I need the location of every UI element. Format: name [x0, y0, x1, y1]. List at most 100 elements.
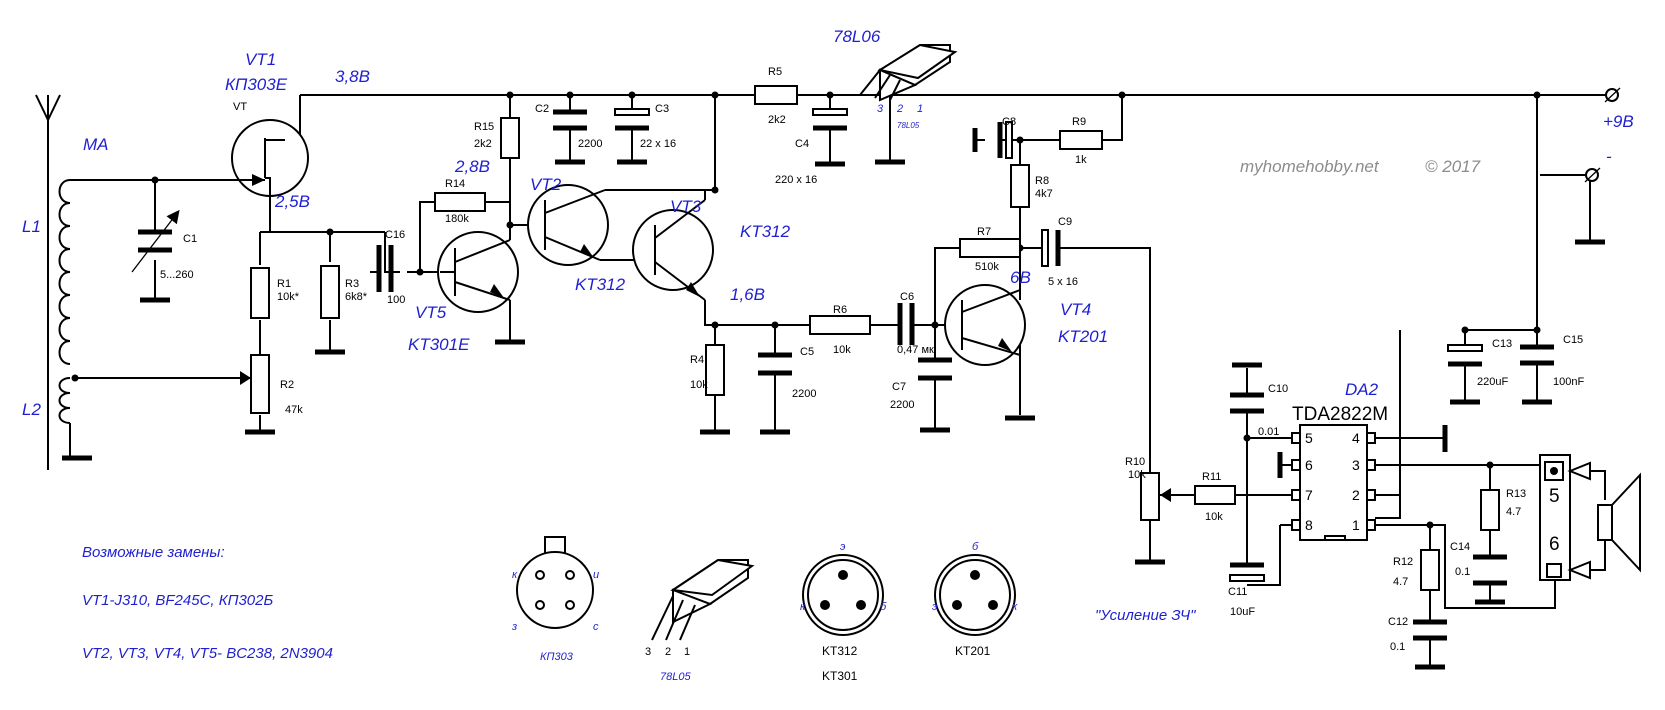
supply-plus-label: +9B [1603, 112, 1634, 131]
r11-value: 10k [1205, 511, 1223, 523]
kp303-pin-k: к [512, 569, 518, 581]
capacitor-c8 [997, 121, 1013, 159]
vt1-name: VT1 [245, 50, 276, 69]
terminal-plus[interactable] [1604, 87, 1621, 103]
r3-name: R3 [345, 278, 359, 290]
ic-pin-6: 6 [1305, 457, 1313, 473]
resistor-r5 [754, 85, 798, 105]
r8-value: 4k7 [1035, 188, 1053, 200]
capacitor-c16 [370, 245, 400, 292]
ic-pin-5: 5 [1305, 430, 1313, 446]
capacitor-c13 [1447, 344, 1483, 367]
c3-value: 22 x 16 [640, 138, 676, 150]
node-voltage-2v8: 2,8B [454, 157, 490, 176]
reg-pin-2: 2 [665, 646, 671, 658]
resistor-r7 [959, 238, 1021, 258]
reg-pin-3: 3 [645, 646, 651, 658]
ic-pin-3: 3 [1352, 457, 1360, 473]
r13-value: 4.7 [1506, 506, 1521, 518]
r12-value: 4.7 [1393, 576, 1408, 588]
ic-pin-8: 8 [1305, 517, 1313, 533]
ic-label: DA2 [1345, 380, 1379, 399]
resistor-r1 [250, 267, 270, 319]
c6-name: C6 [900, 291, 914, 303]
r15-value: 2k2 [474, 138, 492, 150]
pinout-78l05 [651, 558, 755, 641]
junctions [71, 91, 1541, 529]
c4-name: C4 [795, 138, 809, 150]
vt3-type: KT312 [740, 222, 791, 241]
c13-value: 220uF [1477, 376, 1508, 388]
vt2-type: KT312 [575, 275, 626, 294]
coil-l2-label: L2 [22, 400, 41, 419]
regulator-pin-3: 3 [877, 103, 884, 115]
capacitor-c9 [1041, 229, 1061, 267]
r10-value: 10k [1128, 469, 1146, 481]
capacitor-c11 [1229, 562, 1265, 582]
c1-value: 5...260 [160, 269, 194, 281]
ic-pin-4: 4 [1352, 430, 1360, 446]
resistor-r8 [1010, 164, 1030, 208]
r2-name: R2 [280, 379, 294, 391]
reg-pin-1: 1 [684, 646, 690, 658]
replacements-line2: VT2, VT3, VT4, VT5- BC238, 2N3904 [82, 645, 333, 662]
c7-name: C7 [892, 381, 906, 393]
resistor-r12 [1420, 549, 1440, 591]
ic-name: TDA2822M [1292, 404, 1388, 425]
r7-value: 510k [975, 261, 999, 273]
c10-value: 0.01 [1258, 426, 1279, 438]
ic-pin-7: 7 [1305, 487, 1313, 503]
r4-value: 10k [690, 379, 708, 391]
audio-note: "Усиление ЗЧ" [1095, 607, 1196, 624]
r4-name: R4 [690, 354, 704, 366]
c11-name: C11 [1228, 586, 1247, 598]
transistor-vt5 [437, 231, 519, 313]
kt201-pin-e: э [932, 601, 938, 613]
capacitor-c15 [1520, 344, 1554, 366]
c3-name: C3 [655, 103, 669, 115]
labels: 3,8B 2,5B 2,8B 1,6B 6B +9B - MA L1 L2 VT… [22, 27, 1634, 683]
c7-value: 2200 [890, 399, 914, 411]
r5-name: R5 [768, 66, 782, 78]
kt312-name: KT312 [822, 644, 858, 658]
r1-value: 10k* [277, 291, 300, 303]
regulator-sub-label: 78L05 [897, 121, 920, 130]
c1-name: C1 [183, 233, 197, 245]
capacitor-c4 [812, 108, 848, 131]
pinout-kp303 [516, 536, 594, 629]
kt201-name: KT201 [955, 644, 991, 658]
terminal-minus[interactable] [1584, 167, 1601, 183]
c15-value: 100nF [1553, 376, 1584, 388]
capacitor-c5 [758, 352, 792, 376]
r7-name: R7 [977, 226, 991, 238]
antenna-label: MA [83, 135, 109, 154]
r2-value: 47k [285, 404, 303, 416]
c14-name: C14 [1450, 541, 1470, 553]
regulator-name: 78L06 [833, 27, 881, 46]
c16-value: 100 [387, 294, 405, 306]
kt312-pin-b: б [880, 601, 887, 613]
ic-pin-2: 2 [1352, 487, 1360, 503]
c8-name: C8 [1002, 116, 1016, 128]
supply-minus-label: - [1606, 147, 1612, 166]
c2-value: 2200 [578, 138, 602, 150]
pinout-kt312 [802, 554, 884, 636]
c6-value: 0,47 мк [897, 344, 934, 356]
kt312-pin-k: к [800, 601, 806, 613]
c15-name: C15 [1563, 334, 1583, 346]
resistor-r6 [809, 315, 871, 335]
r8-name: R8 [1035, 175, 1049, 187]
speaker-icon [1539, 454, 1641, 581]
transistor-vt4 [944, 284, 1026, 366]
r1-name: R1 [277, 278, 291, 290]
vt5-type: KT301E [408, 335, 470, 354]
r15-name: R15 [474, 121, 494, 133]
vt2-name: VT2 [530, 175, 562, 194]
resistor-r11 [1194, 485, 1236, 505]
node-voltage-6v: 6B [1010, 268, 1031, 287]
c13-name: C13 [1492, 338, 1512, 350]
resistor-r10 [1140, 472, 1171, 521]
r3-value: 6k8* [345, 291, 368, 303]
coil-l1 [58, 179, 71, 365]
